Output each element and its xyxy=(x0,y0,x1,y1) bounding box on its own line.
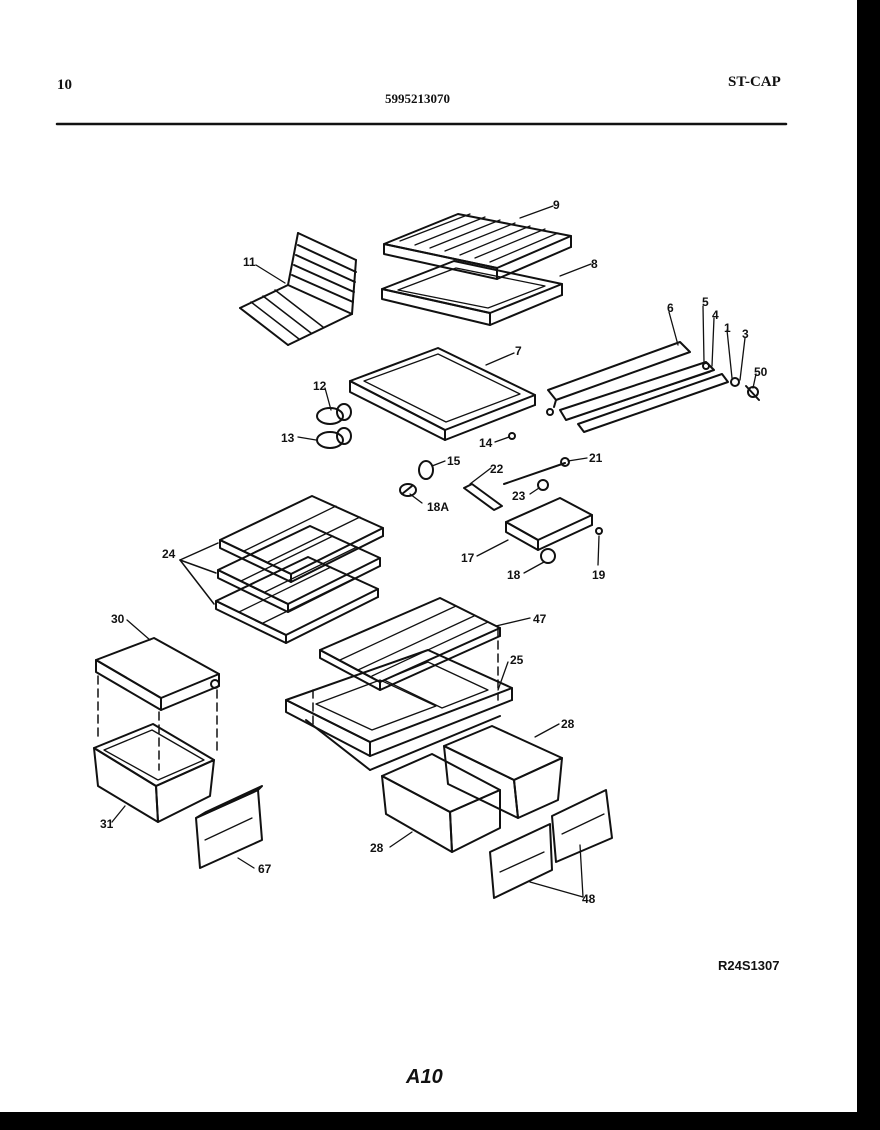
callout-25: 25 xyxy=(510,653,524,667)
diagram-sheet: 10 5995213070 ST-CAP xyxy=(0,0,857,1112)
callout-21: 21 xyxy=(589,451,603,465)
knob-parts xyxy=(399,460,434,497)
callout-18a: 18A xyxy=(427,500,449,514)
drawer-fronts-part xyxy=(489,789,613,899)
callout-28-lower: 28 xyxy=(370,841,384,855)
callout-1: 1 xyxy=(724,321,731,335)
exploded-parts-drawing: 9 8 11 7 6 5 4 1 3 50 12 13 14 15 18A 22… xyxy=(55,122,788,906)
crisper-cover-part xyxy=(95,637,220,711)
callout-23: 23 xyxy=(512,489,526,503)
callout-18: 18 xyxy=(507,568,521,582)
callout-19: 19 xyxy=(592,568,606,582)
callout-8: 8 xyxy=(591,257,598,271)
callout-50: 50 xyxy=(754,365,768,379)
part-number: 5995213070 xyxy=(385,91,450,106)
drawing-reference-code: R24S1307 xyxy=(718,958,780,973)
callout-13: 13 xyxy=(281,431,295,445)
shelf-rail-parts xyxy=(546,341,760,433)
shelf-panel-part xyxy=(349,347,536,441)
screw-part xyxy=(508,432,516,440)
callout-12: 12 xyxy=(313,379,327,393)
callout-48: 48 xyxy=(582,892,596,906)
callout-28-upper: 28 xyxy=(561,717,575,731)
callout-24: 24 xyxy=(162,547,176,561)
callout-11: 11 xyxy=(243,255,256,269)
drawer-frame-part xyxy=(285,649,513,771)
model-code: ST-CAP xyxy=(728,74,781,90)
callout-14: 14 xyxy=(479,436,493,450)
callout-4: 4 xyxy=(712,308,719,322)
crisper-lid-grille-part xyxy=(319,597,501,691)
callout-22: 22 xyxy=(490,462,504,476)
cable-part xyxy=(503,462,566,485)
assembly-guide-lines xyxy=(97,627,499,771)
callout-6: 6 xyxy=(667,301,674,315)
shelf-frame-part xyxy=(381,260,563,326)
callout-31: 31 xyxy=(100,817,114,831)
callout-15: 15 xyxy=(447,454,461,468)
wire-rack-part xyxy=(239,232,357,346)
control-bar-part xyxy=(463,483,503,511)
callout-7: 7 xyxy=(515,344,522,358)
glass-shelf-parts xyxy=(179,495,384,644)
roller-parts xyxy=(316,403,352,449)
drawer-front-part xyxy=(195,785,263,869)
callout-3: 3 xyxy=(742,327,749,341)
callout-9: 9 xyxy=(553,198,560,212)
callout-47: 47 xyxy=(533,612,547,626)
control-housing-part xyxy=(505,479,603,564)
callout-67: 67 xyxy=(258,862,272,876)
callout-30: 30 xyxy=(111,612,125,626)
vegetable-drawer-parts xyxy=(381,725,563,853)
page-number: 10 xyxy=(57,77,72,93)
clip-part xyxy=(560,457,570,467)
page-label: A10 xyxy=(406,1066,443,1088)
crisper-pan-part xyxy=(93,723,215,823)
callout-17: 17 xyxy=(461,551,475,565)
callout-leader-lines xyxy=(111,205,757,898)
callout-5: 5 xyxy=(702,295,709,309)
shelf-grille-part xyxy=(383,213,572,280)
